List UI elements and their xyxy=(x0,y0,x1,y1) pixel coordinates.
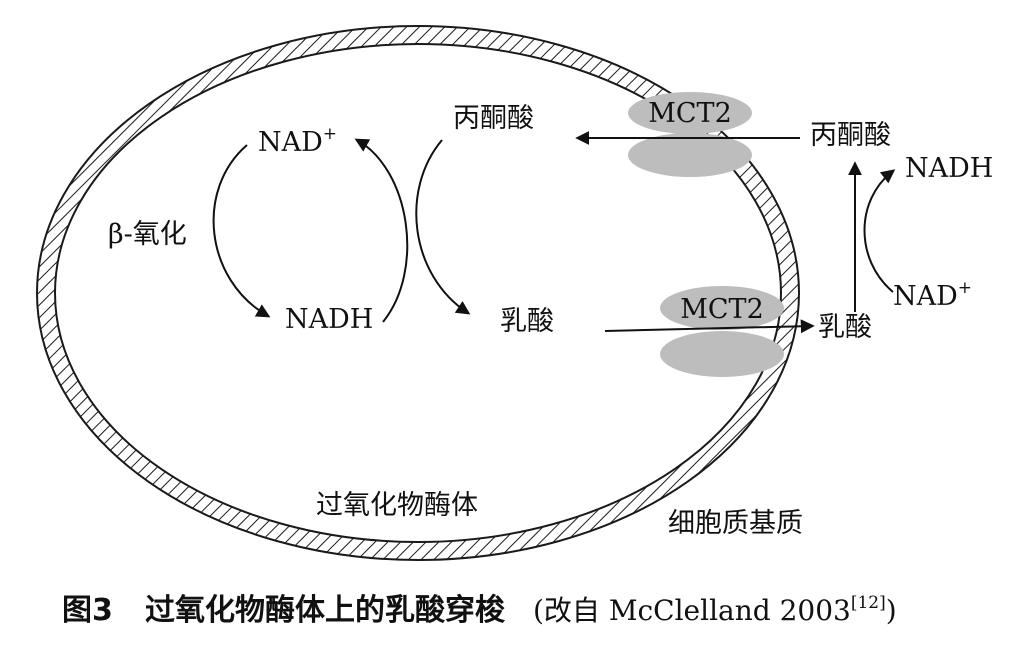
cytosol-label: 细胞质基质 xyxy=(668,508,803,539)
pyruvate-inner-label: 丙酮酸 xyxy=(453,103,534,134)
outer-nad-to-nadh-arrow xyxy=(863,169,896,293)
nadh-outer-label: NADH xyxy=(905,153,993,184)
figure-reference: [12] xyxy=(851,593,886,613)
pyruvate-to-lactate-arrow xyxy=(415,139,471,315)
nadh-inner-label: NADH xyxy=(285,304,373,335)
figure-source-close: ) xyxy=(886,594,897,627)
figure-source: (改自 McClelland 2003 xyxy=(533,594,851,627)
beta-oxidation-arrow xyxy=(212,144,271,318)
nad-plus-inner-label: NAD+ xyxy=(258,124,337,158)
figure-number: 图3 xyxy=(62,593,113,628)
nad-plus-outer-label: NAD+ xyxy=(893,278,972,312)
nadh-to-nad-arrow xyxy=(354,138,409,323)
mct2-top-label: MCT2 xyxy=(648,98,732,129)
lactate-export-arrow xyxy=(604,319,815,334)
pyruvate-outer-label: 丙酮酸 xyxy=(810,120,891,151)
mct2-transporter-top xyxy=(628,92,752,177)
mct2-transporter-bottom xyxy=(660,286,784,377)
lactate-outer-label: 乳酸 xyxy=(818,312,872,343)
peroxisome-membrane xyxy=(35,25,801,561)
figure-caption: 图3 过氧化物酶体上的乳酸穿梭 (改自 McClelland 2003[12]) xyxy=(62,593,897,628)
figure-title: 过氧化物酶体上的乳酸穿梭 xyxy=(145,593,506,628)
peroxisome-label: 过氧化物酶体 xyxy=(316,490,478,521)
mct2-bottom-label: MCT2 xyxy=(680,294,764,325)
lactate-inner-label: 乳酸 xyxy=(500,306,554,337)
beta-oxidation-label: β-氧化 xyxy=(108,219,187,250)
